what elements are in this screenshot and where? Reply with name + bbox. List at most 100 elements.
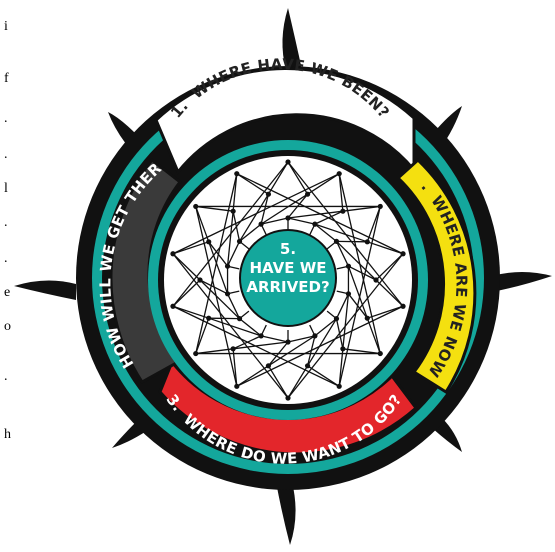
web-bead <box>364 315 370 321</box>
web-bead <box>224 291 231 297</box>
web-bead <box>206 239 212 245</box>
web-strand <box>226 211 234 267</box>
web-strand <box>335 241 350 267</box>
web-strand <box>287 335 316 343</box>
edge-char: i <box>4 19 8 34</box>
segment-where-are-we-now[interactable] <box>395 157 477 395</box>
web-bead <box>304 191 311 197</box>
web-bead <box>258 221 264 227</box>
web-bead <box>336 171 342 177</box>
web-bead <box>333 316 340 322</box>
web-strand <box>336 240 377 281</box>
web-strand <box>342 205 381 212</box>
web-strand <box>199 279 240 320</box>
web-strand <box>307 173 340 195</box>
web-bead <box>345 263 352 269</box>
edge-char: o <box>4 319 11 334</box>
web-strand <box>172 279 201 307</box>
center-circle-have-we-arrived[interactable] <box>239 229 337 327</box>
web-strand <box>314 210 344 225</box>
edge-char: l <box>4 181 8 196</box>
web-bead <box>400 303 406 309</box>
web-bead <box>265 363 272 369</box>
segment-group <box>109 67 477 456</box>
segment-number: 4. <box>0 0 5 4</box>
segment-how-will-we-get-there[interactable] <box>109 157 183 384</box>
web-strand <box>195 317 210 354</box>
web-bead <box>373 277 379 283</box>
web-bead <box>265 191 272 197</box>
spike-top-left <box>108 112 136 144</box>
spike-left <box>14 280 76 300</box>
left-edge-text-fragment: i f . . l . . e o . h <box>4 19 11 442</box>
web-strand <box>307 365 340 387</box>
web-bead <box>170 251 176 257</box>
spike-bottom <box>276 482 296 545</box>
web-strand <box>287 161 309 195</box>
web-strand <box>238 193 269 242</box>
web-bead <box>333 238 340 244</box>
web-bead <box>364 239 370 245</box>
web-strand <box>236 173 269 195</box>
web-strand <box>232 173 238 212</box>
web-bead <box>336 383 342 389</box>
web-strand <box>307 318 338 367</box>
web-strand <box>267 365 289 399</box>
web-bead <box>236 316 243 322</box>
web-strand <box>195 348 234 355</box>
center-number: 5. <box>280 240 296 258</box>
web-strand <box>267 341 289 367</box>
web-strand <box>260 193 308 225</box>
web-bead <box>304 363 311 369</box>
web-strand <box>195 206 210 243</box>
edge-char: . <box>4 369 8 384</box>
web-strand <box>287 210 343 219</box>
decorative-spikes <box>14 8 552 545</box>
edge-char: . <box>4 147 8 162</box>
web-strand <box>338 173 344 212</box>
web-bead <box>236 238 243 244</box>
edge-char: . <box>4 251 8 266</box>
web-strand <box>172 241 209 255</box>
web-bead <box>340 346 346 352</box>
web-bead <box>234 171 240 177</box>
web-strand <box>232 211 241 242</box>
web-strand <box>347 293 368 319</box>
web-strand <box>260 335 289 343</box>
web-strand <box>342 348 381 355</box>
edge-char: . <box>4 215 8 230</box>
web-strand <box>260 217 289 225</box>
web-strand <box>172 253 201 281</box>
web-bead <box>285 215 291 221</box>
web-strand <box>233 341 289 350</box>
web-strand <box>367 305 404 319</box>
web-strand <box>260 194 270 225</box>
spike-top-right <box>436 106 462 140</box>
web-strand <box>172 305 209 319</box>
center-label-line2: ARRIVED? <box>246 278 329 296</box>
web-strand <box>239 318 262 337</box>
web-bead <box>285 395 291 401</box>
web-strand <box>208 241 229 295</box>
web-strand <box>199 279 228 295</box>
web-strand <box>287 217 316 225</box>
web-strand <box>306 335 316 366</box>
web-bead <box>193 350 199 357</box>
web-strand <box>366 206 381 243</box>
web-strand <box>268 335 316 367</box>
web-bead <box>258 333 264 339</box>
spike-right <box>492 272 552 292</box>
web-bead <box>224 263 231 269</box>
web-bead <box>377 350 383 357</box>
web-bead <box>234 383 240 389</box>
web-bead <box>193 203 199 210</box>
web-strand <box>335 318 344 349</box>
web-strand <box>367 241 404 255</box>
edge-char: f <box>4 71 9 86</box>
web-strand <box>208 317 262 337</box>
web-strand <box>236 365 269 387</box>
web-bead <box>377 203 383 210</box>
web-strand <box>338 348 344 387</box>
